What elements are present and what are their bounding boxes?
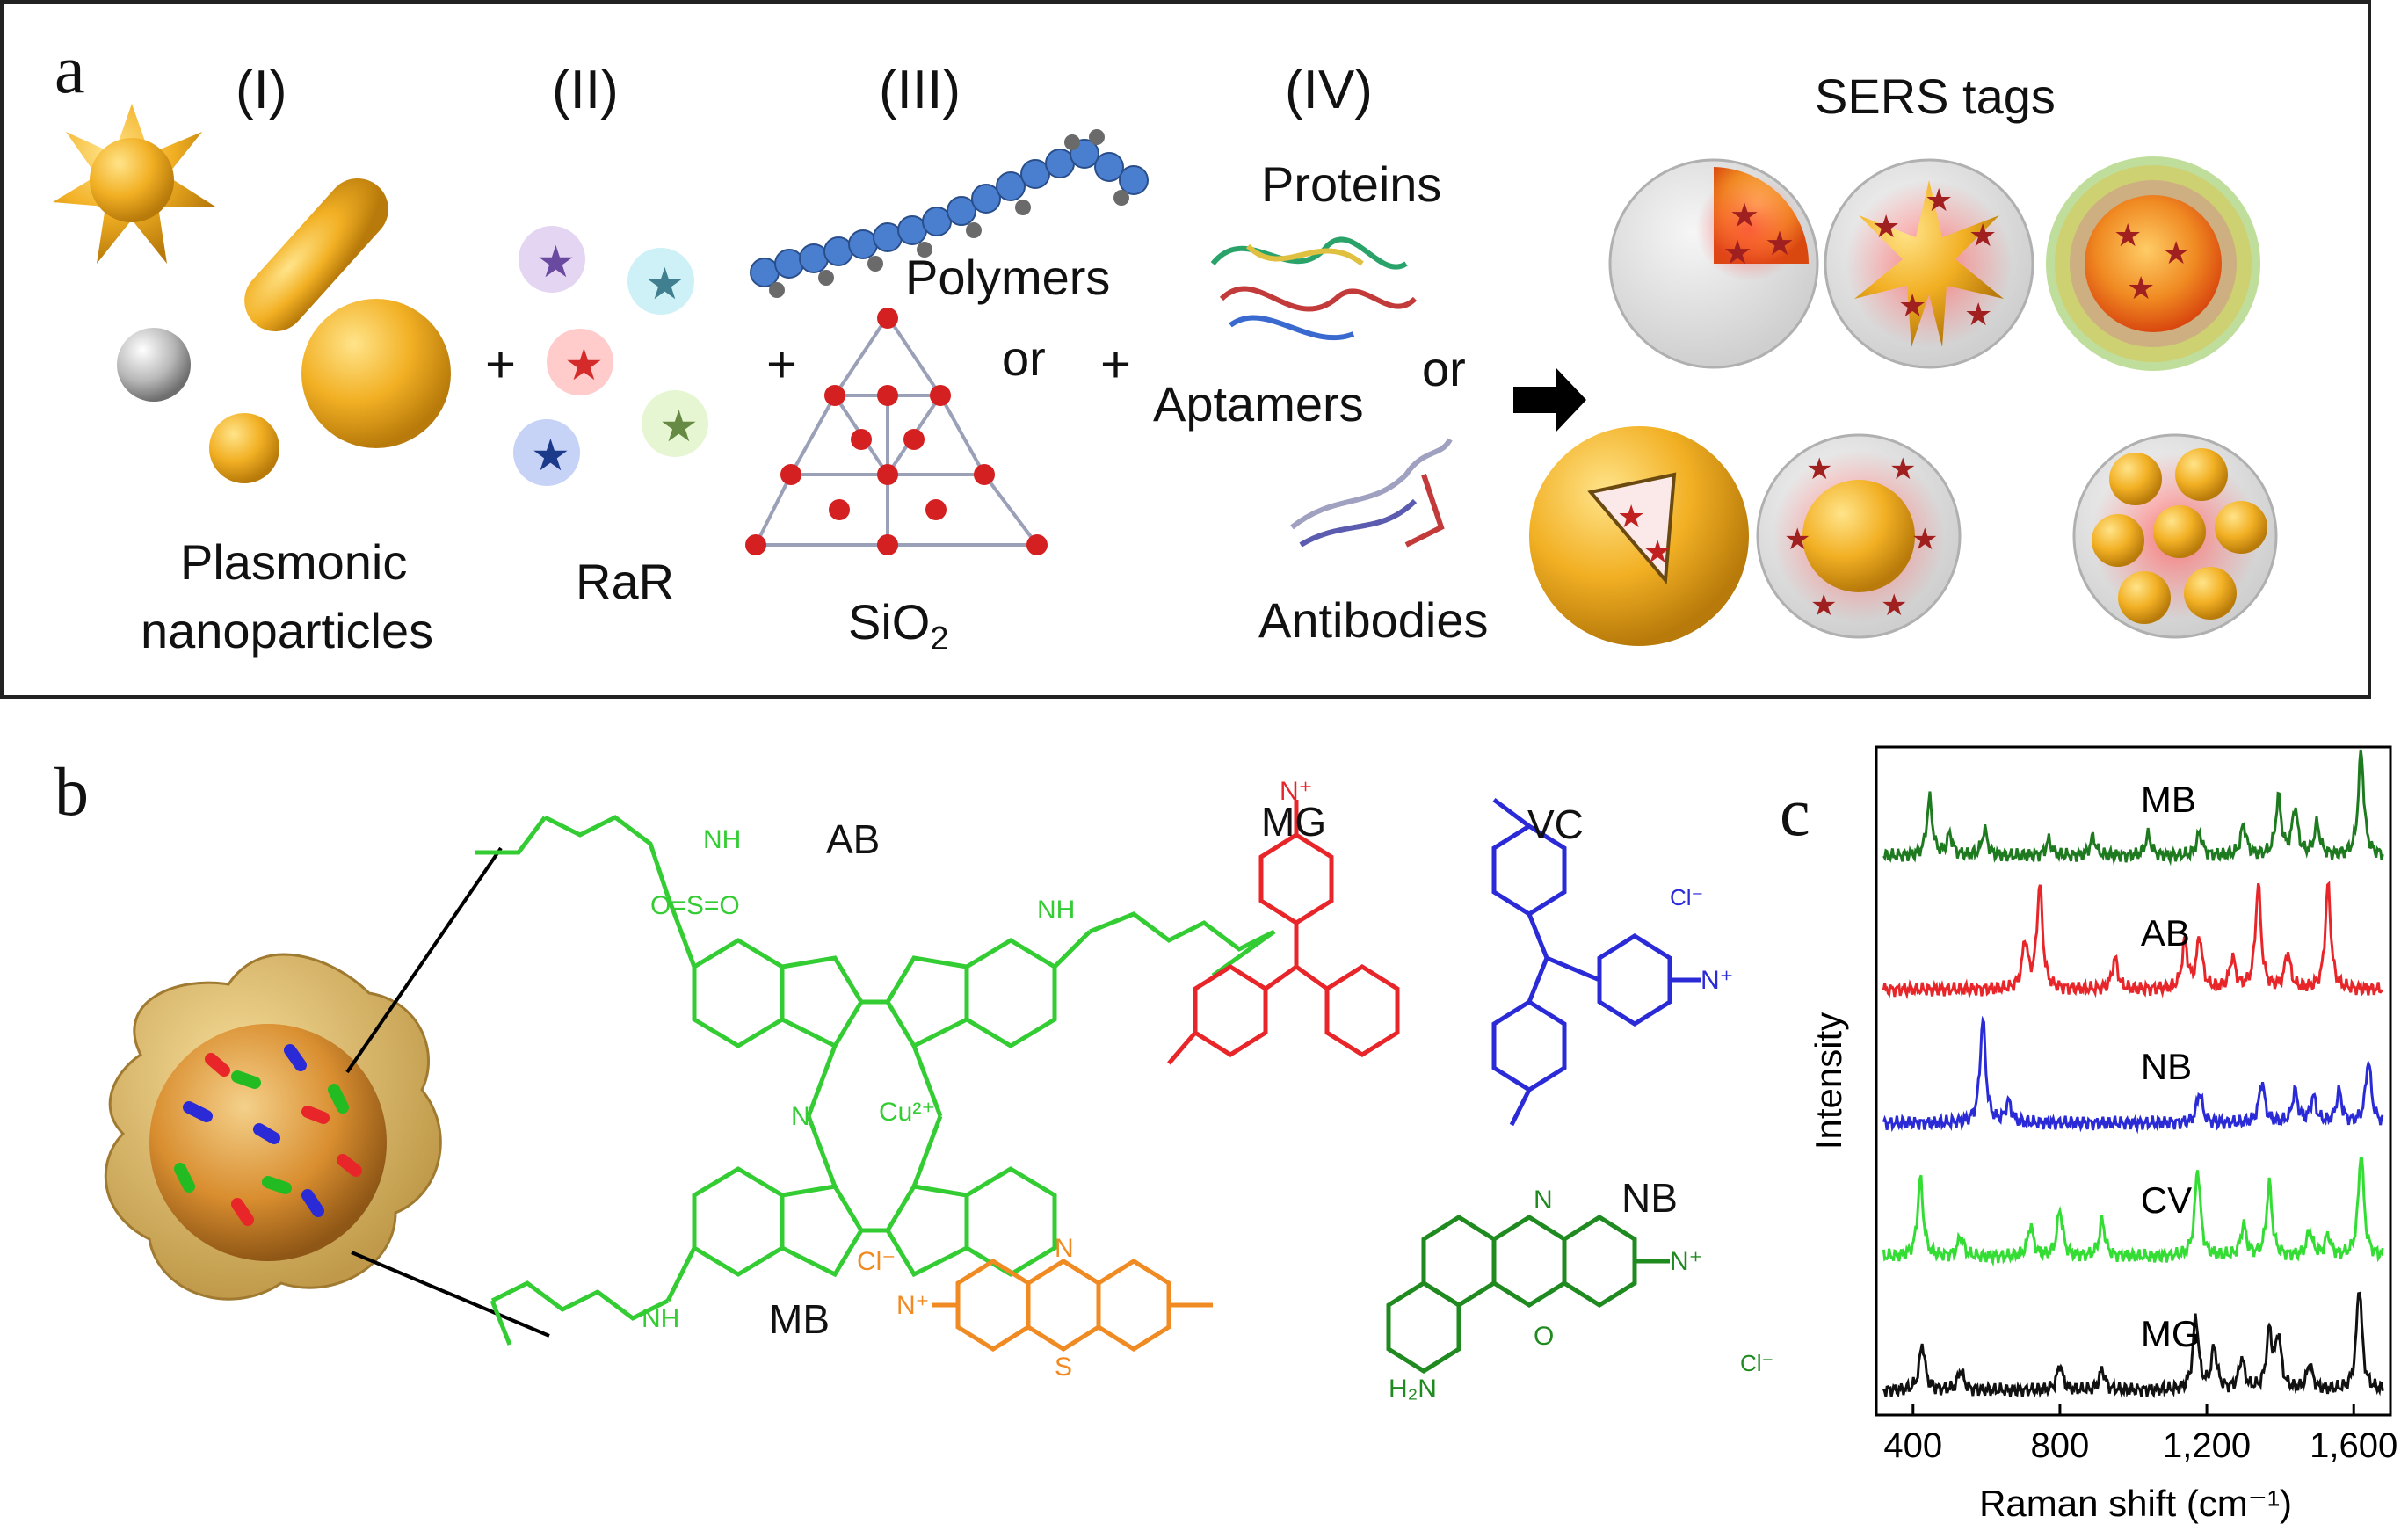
vc-label: VC (1527, 804, 1584, 845)
mb-counter-ion: Cl⁻ (857, 1247, 896, 1276)
spectrum-mg (1883, 1294, 2383, 1397)
spectrum-nb (1883, 1020, 2383, 1130)
x-tick-label-1200: 1,200 (2163, 1426, 2251, 1465)
ab-nh-bottom: NH (642, 1304, 679, 1333)
mb-ring-s: S (1055, 1353, 1072, 1382)
series-label-ab: AB (2141, 912, 2190, 954)
y-axis-label: Intensity (1808, 1012, 1849, 1150)
panel-b-illustration: NH O=S=O NH Cu²⁺ N NH N⁺ N⁺ Cl⁻ (0, 738, 1810, 1529)
raman-reporter-stars: ★ ★ ★ ★ ★ (513, 226, 708, 486)
x-tick-label-400: 400 (1883, 1426, 1942, 1465)
spectrum-ab (1883, 883, 2383, 997)
mb-ring-n: N (1055, 1234, 1074, 1263)
svg-text:★: ★ (1911, 523, 1938, 556)
mb-molecule (932, 1261, 1213, 1349)
svg-text:★: ★ (1898, 287, 1926, 323)
svg-text:★: ★ (1784, 523, 1810, 556)
ab-nh-right: NH (1037, 896, 1075, 925)
polymer-chain (751, 129, 1148, 298)
ab-so2-top: O=S=O (650, 891, 740, 920)
series-label-mg: MG (2141, 1313, 2201, 1354)
svg-text:★: ★ (1810, 589, 1837, 622)
x-tick-label-1600: 1,600 (2310, 1426, 2397, 1465)
svg-text:★: ★ (1723, 235, 1752, 272)
ab-copper-ion: Cu²⁺ (879, 1098, 935, 1127)
svg-text:★: ★ (659, 402, 699, 451)
svg-text:★: ★ (1617, 498, 1645, 534)
svg-text:★: ★ (645, 259, 685, 308)
svg-text:★: ★ (1925, 182, 1953, 218)
sers-tag-protein-coated: ★ ★ ★ (2046, 156, 2260, 371)
x-axis-label: Raman shift (cm⁻¹) (1979, 1483, 2292, 1524)
ab-label: AB (826, 819, 880, 860)
aptamer-ribbon (1292, 439, 1450, 545)
vc-molecule (1494, 800, 1701, 1125)
small-gold-sphere (209, 413, 279, 483)
silver-nanosphere (117, 328, 191, 402)
nb-ring-o: O (1534, 1322, 1554, 1351)
svg-text:★: ★ (1806, 453, 1832, 486)
svg-text:★: ★ (1969, 217, 1997, 253)
large-gold-sphere (301, 299, 451, 448)
mg-label: MG (1261, 802, 1326, 842)
mb-label: MB (769, 1299, 830, 1339)
vc-counter-ion: Cl⁻ (1670, 884, 1703, 910)
nb-molecule (1389, 1217, 1670, 1371)
nb-charge: N⁺ (1670, 1247, 1703, 1276)
svg-text:★: ★ (2162, 235, 2190, 271)
series-label-mb: MB (2141, 779, 2196, 820)
svg-text:★: ★ (1872, 208, 1900, 244)
ab-nitrogen: N (791, 1102, 810, 1131)
vc-charge: N⁺ (1701, 966, 1734, 995)
sers-tag-core-stars: ★ ★ ★ ★ ★ ★ (1758, 435, 1960, 637)
svg-text:★: ★ (1881, 589, 1907, 622)
svg-text:★: ★ (1765, 226, 1795, 263)
svg-text:★: ★ (1889, 453, 1916, 486)
series-label-cv: CV (2141, 1179, 2192, 1221)
sers-tag-multi-core (2074, 435, 2276, 637)
svg-text:★: ★ (2127, 270, 2155, 306)
svg-text:★: ★ (536, 237, 576, 287)
nb-counter-ion: Cl⁻ (1740, 1350, 1773, 1376)
nb-ring-n: N (1534, 1186, 1553, 1215)
nb-label: NB (1621, 1178, 1678, 1218)
panel-a-illustrations: ★ ★ ★ ★ ★ (0, 0, 2408, 721)
svg-text:★: ★ (564, 340, 604, 389)
svg-text:★: ★ (1964, 296, 1992, 332)
sers-tag-silica-shell: ★ ★ ★ (1610, 160, 1817, 367)
ab-nh-top: NH (703, 825, 741, 854)
x-tick-label-800: 800 (2031, 1426, 2090, 1465)
raman-spectra-chart: 400 800 1,200 1,600 MB AB NB CV MG Intensity Ra… (1793, 738, 2399, 1529)
nb-amine: H₂N (1389, 1375, 1437, 1404)
sio2-network (756, 316, 1037, 545)
svg-text:★: ★ (2114, 217, 2142, 253)
svg-text:★: ★ (1643, 533, 1672, 569)
spectrum-cv (1883, 1158, 2383, 1263)
series-label-nb: NB (2141, 1046, 2192, 1087)
sers-tag-nanostar: ★ ★ ★ ★ ★ (1825, 160, 2033, 367)
svg-text:★: ★ (1730, 198, 1759, 235)
arrow-icon (1513, 367, 1586, 432)
protein-ribbon (1213, 239, 1415, 337)
sers-tag-gold-shell: ★ ★ (1529, 426, 1749, 646)
spectrum-mb (1883, 750, 2383, 862)
svg-text:★: ★ (531, 431, 570, 480)
mb-charge: N⁺ (896, 1291, 930, 1320)
gold-nanostar (53, 104, 215, 264)
